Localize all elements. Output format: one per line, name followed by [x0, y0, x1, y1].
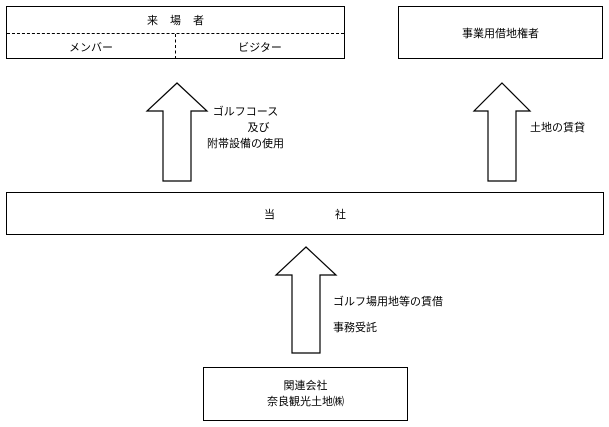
flow-label-course-usage: ゴルフコース 及び 附帯設備の使用 — [207, 104, 284, 152]
flow-label-course-usage-line-3: 附帯設備の使用 — [207, 137, 284, 150]
arrow-company-to-leaseholder — [472, 82, 532, 182]
affiliate-box: 関連会社 奈良観光土地㈱ — [203, 367, 408, 421]
leaseholder-title: 事業用借地権者 — [462, 26, 539, 40]
flow-label-course-usage-line-1: ゴルフコース — [212, 105, 279, 118]
affiliate-line-1: 関連会社 — [283, 379, 328, 392]
visitors-dashed-vertical-divider — [175, 34, 176, 59]
affiliate-line-2: 奈良観光土地㈱ — [267, 395, 344, 408]
visitor-label: ビジター — [238, 40, 282, 54]
company-title: 当社 — [264, 207, 406, 221]
arrow-affiliate-to-company — [274, 246, 338, 354]
leaseholder-box: 事業用借地権者 — [398, 6, 603, 59]
flow-label-land-lease: 土地の賃貸 — [530, 121, 585, 134]
visitors-dashed-divider — [7, 33, 344, 34]
arrow-company-to-visitors — [145, 82, 209, 182]
members-label: メンバー — [69, 40, 113, 54]
visitors-box: 来場者 メンバー ビジター — [6, 6, 345, 59]
visitors-title: 来場者 — [147, 14, 216, 27]
flow-label-administrative-services: 事務受託 — [333, 321, 377, 334]
flow-label-course-usage-line-2: 及び — [247, 121, 270, 134]
company-box: 当社 — [6, 192, 604, 235]
flow-label-land-rental: ゴルフ場用地等の賃借 — [333, 295, 443, 308]
